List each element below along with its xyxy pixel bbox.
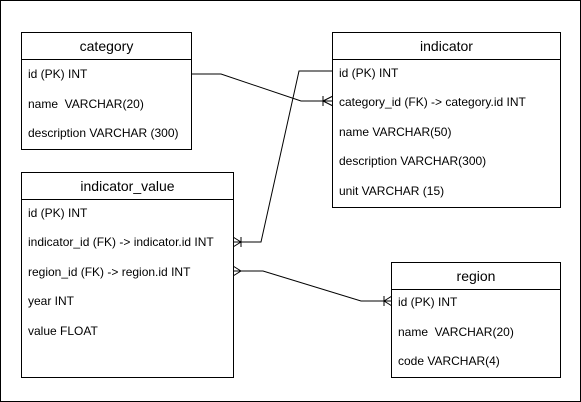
attribute-id: id (PK) INT xyxy=(28,206,88,220)
many-marker xyxy=(232,265,242,277)
entity-title: indicator_value xyxy=(22,173,233,200)
entity-title: indicator xyxy=(333,33,560,60)
attribute-name: name VARCHAR(50) xyxy=(339,125,452,139)
attribute-unit: unit VARCHAR (15) xyxy=(339,184,445,198)
crows-foot-marker xyxy=(383,295,393,307)
attribute-indicator-id: indicator_id (FK) -> indicator.id INT xyxy=(28,235,214,249)
relationship-indicator-value-region xyxy=(232,265,393,307)
attribute-name: name VARCHAR(20) xyxy=(28,97,144,111)
attribute-id: id (PK) INT xyxy=(28,67,88,81)
attribute-id: id (PK) INT xyxy=(339,66,399,80)
relationship-category-indicator xyxy=(191,73,334,107)
attribute-value: value FLOAT xyxy=(28,324,98,338)
attribute-description: description VARCHAR(300) xyxy=(339,154,487,168)
crows-foot-marker xyxy=(232,236,242,248)
attribute-year: year INT xyxy=(28,294,75,308)
entity-title: category xyxy=(22,33,191,60)
entity-title: region xyxy=(392,263,560,290)
attribute-code: code VARCHAR(4) xyxy=(398,354,500,368)
entity-indicator-value[interactable]: indicator_value id (PK) INT indicator_id… xyxy=(21,172,234,378)
attribute-id: id (PK) INT xyxy=(398,295,458,309)
crows-foot-marker xyxy=(322,95,334,107)
attribute-name: name VARCHAR(20) xyxy=(398,325,514,339)
attribute-description: description VARCHAR (300) xyxy=(28,126,179,140)
entity-region[interactable]: region id (PK) INT name VARCHAR(20) code… xyxy=(391,262,561,378)
attribute-category-id: category_id (FK) -> category.id INT xyxy=(339,95,526,109)
relationship-indicator-indicator-value xyxy=(232,70,333,248)
attribute-region-id: region_id (FK) -> region.id INT xyxy=(28,265,191,279)
entity-indicator[interactable]: indicator id (PK) INT category_id (FK) -… xyxy=(332,32,561,208)
entity-category[interactable]: category id (PK) INT name VARCHAR(20) de… xyxy=(21,32,192,150)
